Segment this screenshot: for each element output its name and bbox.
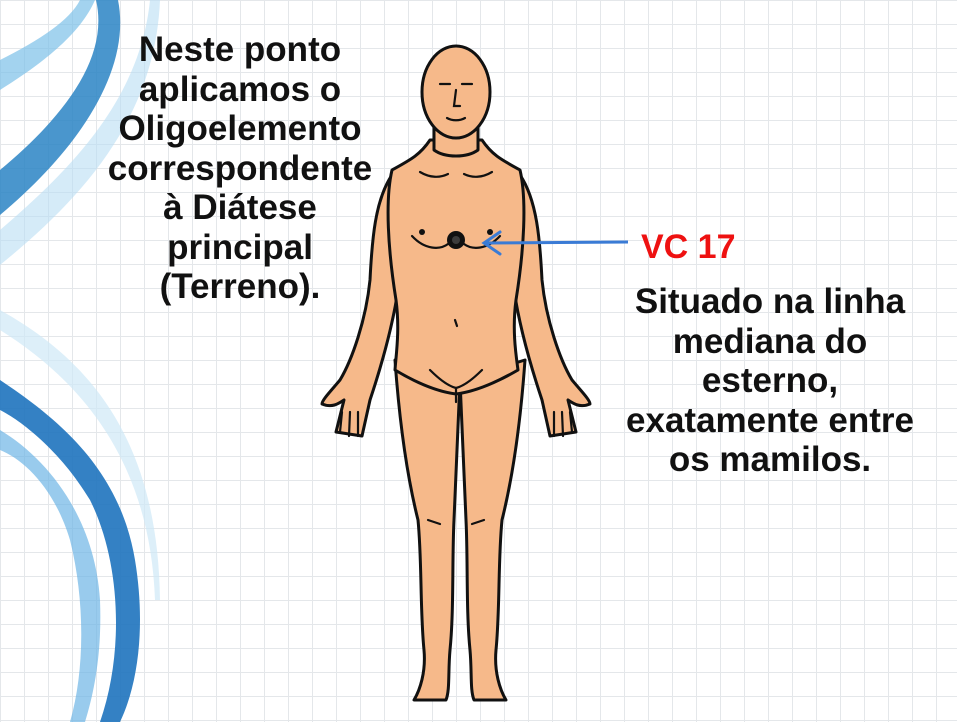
human-figure [320,44,592,702]
left-line: (Terreno). [159,267,321,307]
left-line: aplicamos o [138,69,342,109]
left-line: correspondente [107,148,373,188]
right-description: Situado na linha mediana do esterno, exa… [590,282,950,480]
left-line: à Diátese [163,188,317,228]
right-line: mediana do [672,321,868,361]
right-line: esterno, [701,361,839,401]
right-line: exatamente entre [626,400,914,440]
left-line: Oligoelemento [118,109,362,149]
right-line: Situado na linha [634,282,906,321]
point-label: VC 17 [641,228,736,266]
right-line: os mamilos. [668,440,872,480]
left-line: Neste ponto [138,30,342,69]
swirl-decoration [0,0,160,722]
left-line: principal [167,227,313,267]
left-description: Neste ponto aplicamos o Oligoelemento co… [80,30,400,307]
